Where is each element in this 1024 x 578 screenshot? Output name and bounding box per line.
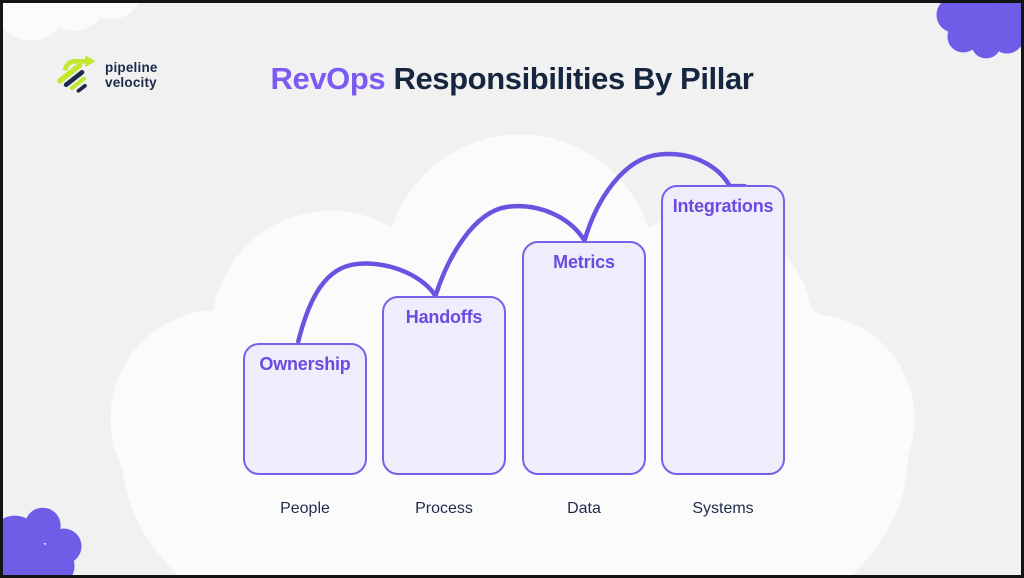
axis-label-data: Data	[567, 500, 601, 517]
pillar-card-data: Metrics	[522, 241, 646, 475]
page-title: RevOps Responsibilities By Pillar	[3, 61, 1021, 97]
pillar-card-people: Ownership	[243, 343, 367, 475]
cloud-decoration-top-left	[3, 3, 139, 41]
pillar-card-systems: Integrations	[661, 185, 785, 475]
logo-wordmark: pipeline velocity	[105, 60, 158, 91]
cloud-decoration-bottom-left	[3, 507, 82, 575]
title-accent: RevOps	[270, 61, 386, 96]
axis-label-people: People	[280, 500, 330, 517]
axis-label-process: Process	[415, 500, 473, 517]
pillar-label: Handoffs	[405, 307, 483, 327]
pillar-card-process: Handoffs	[382, 296, 506, 475]
logo-line-1: pipeline	[105, 60, 158, 76]
pillar-label: Ownership	[259, 354, 351, 374]
logo-line-2: velocity	[105, 75, 157, 90]
cloud-decoration-top-right	[936, 3, 1021, 59]
cloud-decoration-center	[110, 134, 915, 575]
title-rest: Responsibilities By Pillar	[385, 61, 754, 96]
pillar-label: Metrics	[553, 252, 615, 272]
logo: pipeline velocity	[53, 53, 158, 99]
axis-label-systems: Systems	[692, 500, 754, 517]
pipeline-velocity-spiral-arrow-icon	[57, 55, 96, 93]
pillar-label: Integrations	[672, 196, 774, 216]
